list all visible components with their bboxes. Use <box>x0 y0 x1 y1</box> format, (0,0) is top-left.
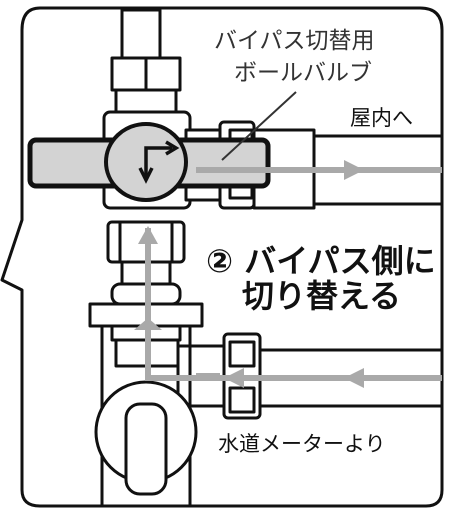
valve-name-line2: ボールバルブ <box>234 60 372 86</box>
flow-arrowhead-right <box>344 160 364 180</box>
flow-arrowhead-mid <box>134 318 162 330</box>
speech-frame <box>0 6 444 508</box>
flow-arrowhead-left-2 <box>224 368 244 388</box>
instruction-line2: 切り替える <box>242 277 402 315</box>
to-indoor-label: 屋内へ <box>350 106 413 130</box>
upper-pipe <box>120 8 162 62</box>
handle-direction-arrow <box>138 140 180 184</box>
flow-arrowhead-left-1 <box>344 368 364 388</box>
flow-arrowhead-up <box>138 226 158 244</box>
instruction-line1: ② バイパス側に <box>206 242 436 280</box>
from-water-meter-label: 水道メーターより <box>218 432 386 456</box>
valve-name-line1: バイパス切替用 <box>214 28 375 54</box>
label-leader-line <box>221 91 297 161</box>
